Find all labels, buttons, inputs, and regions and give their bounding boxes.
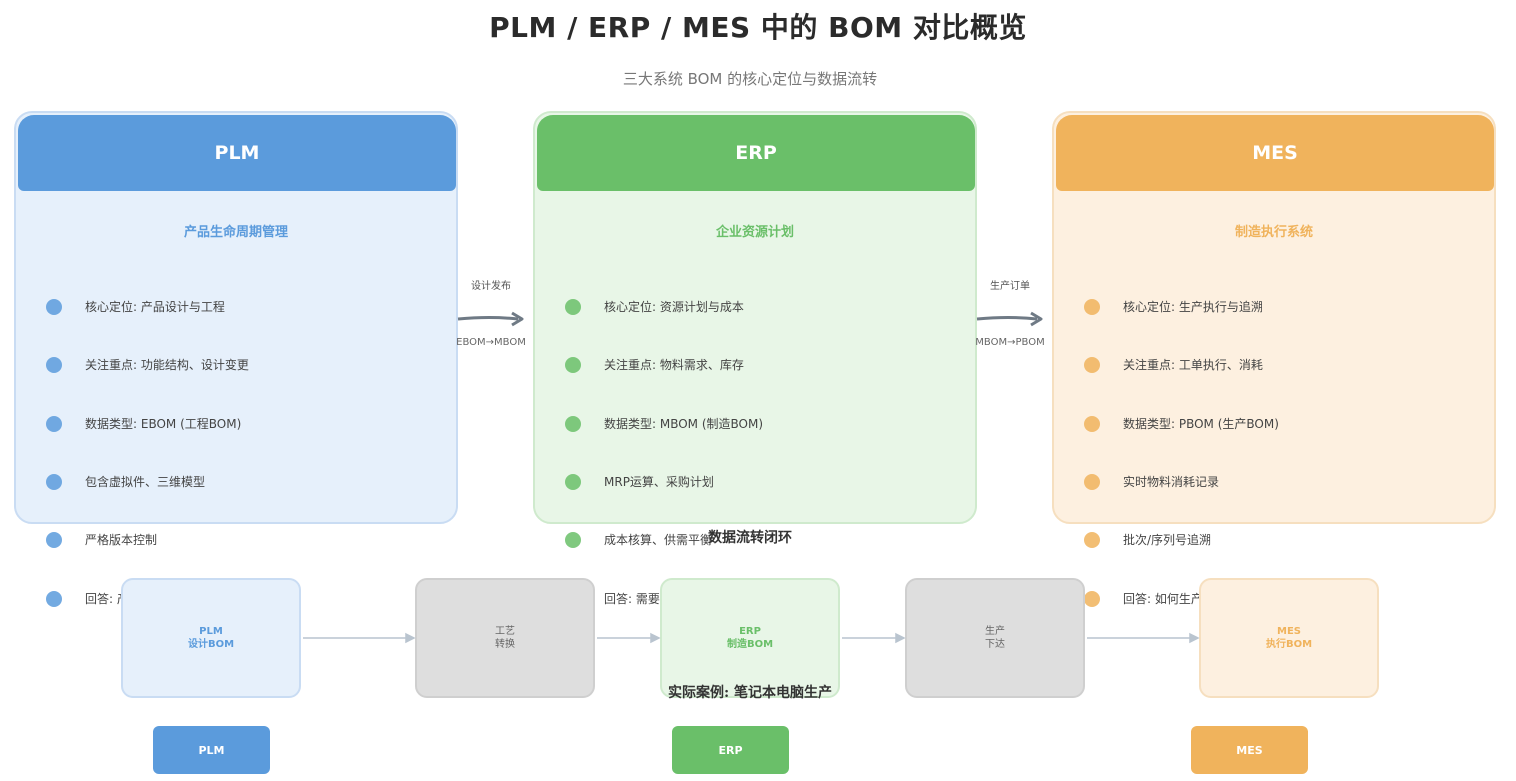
plm-card-subtitle: 产品生命周期管理 <box>183 225 288 240</box>
mes-item-text: 批次/序列号追溯 <box>1123 533 1212 547</box>
flow-box-production-line2: 下达 <box>985 639 1005 650</box>
flow-box-plm-line1: PLM <box>199 626 223 637</box>
erp-item-text: MRP运算、采购计划 <box>604 475 714 489</box>
case-pill-mes: MES <box>1191 726 1308 774</box>
arrow-label-production-order: 生产订单 <box>990 281 1030 292</box>
erp-item-dot <box>565 416 581 432</box>
flow-box-process-line2: 转换 <box>495 639 515 650</box>
flow-box-plm: PLM 设计BOM <box>121 578 301 698</box>
arrow-label-design-release: 设计发布 <box>471 281 511 292</box>
arrow-sub-mbom-pbom: MBOM→PBOM <box>975 337 1045 348</box>
flow-box-process-line1: 工艺 <box>495 626 515 637</box>
flow-box-process-conversion: 工艺 转换 <box>415 578 595 698</box>
plm-item-dot <box>46 474 62 490</box>
case-pill-erp: ERP <box>672 726 789 774</box>
erp-card-subtitle: 企业资源计划 <box>715 225 794 240</box>
erp-item-text: 核心定位: 资源计划与成本 <box>604 300 744 314</box>
plm-item-text: 数据类型: EBOM (工程BOM) <box>85 417 242 431</box>
arrow-plm-to-erp <box>457 311 524 327</box>
plm-item-text: 包含虚拟件、三维模型 <box>85 475 206 489</box>
flow-box-production-line1: 生产 <box>985 626 1005 637</box>
plm-item-text: 关注重点: 功能结构、设计变更 <box>85 358 249 372</box>
plm-card: PLM 产品生命周期管理 <box>14 111 458 524</box>
flow-box-erp-line1: ERP <box>739 626 761 637</box>
mes-item-dot <box>1084 299 1100 315</box>
plm-item-dot <box>46 357 62 373</box>
erp-item-dot <box>565 357 581 373</box>
erp-item-dot <box>565 474 581 490</box>
plm-item-dot <box>46 299 62 315</box>
mes-item-text: 实时物料消耗记录 <box>1123 475 1220 489</box>
flow-box-plm-line2: 设计BOM <box>187 639 235 650</box>
erp-item-dot <box>565 299 581 315</box>
mes-item-text: 数据类型: PBOM (生产BOM) <box>1123 417 1279 431</box>
arrow-erp-to-mes <box>976 311 1043 327</box>
mes-item-dot <box>1084 591 1100 607</box>
case-title: 实际案例: 笔记本电脑生产 <box>667 685 833 701</box>
plm-item-text: 核心定位: 产品设计与工程 <box>85 300 225 314</box>
arrow-sub-ebom-mbom: EBOM→MBOM <box>456 337 526 348</box>
flow-connectors <box>303 632 1200 644</box>
erp-item-text: 成本核算、供需平衡 <box>604 533 713 547</box>
erp-item-dot <box>565 532 581 548</box>
plm-card-header: PLM <box>18 115 456 191</box>
mes-item-dot <box>1084 474 1100 490</box>
plm-item-dot <box>46 416 62 432</box>
mes-item-dot <box>1084 532 1100 548</box>
flow-box-erp: ERP 制造BOM <box>660 578 840 698</box>
mes-card-header: MES <box>1056 115 1494 191</box>
flow-box-mes-line1: MES <box>1277 626 1301 637</box>
page-title: PLM / ERP / MES 中的 BOM 对比概览 <box>489 11 1027 44</box>
page-subtitle: 三大系统 BOM 的核心定位与数据流转 <box>622 70 878 88</box>
plm-item-text: 严格版本控制 <box>85 533 158 547</box>
flow-box-mes: MES 执行BOM <box>1199 578 1379 698</box>
erp-card-header: ERP <box>537 115 975 191</box>
plm-item-dot <box>46 532 62 548</box>
flow-box-mes-line2: 执行BOM <box>1265 639 1313 650</box>
mes-card: MES 制造执行系统 <box>1052 111 1496 524</box>
plm-item-dot <box>46 591 62 607</box>
erp-card: ERP 企业资源计划 <box>533 111 977 524</box>
mes-item-dot <box>1084 357 1100 373</box>
erp-item-text: 关注重点: 物料需求、库存 <box>604 358 744 372</box>
case-pill-plm: PLM <box>153 726 270 774</box>
mes-item-dot <box>1084 416 1100 432</box>
mes-card-subtitle: 制造执行系统 <box>1234 225 1313 240</box>
flow-title: 数据流转闭环 <box>708 530 792 546</box>
mes-item-text: 关注重点: 工单执行、消耗 <box>1123 358 1263 372</box>
mes-item-text: 核心定位: 生产执行与追溯 <box>1123 300 1263 314</box>
erp-item-text: 数据类型: MBOM (制造BOM) <box>604 417 764 431</box>
flow-box-production-release: 生产 下达 <box>905 578 1085 698</box>
flow-box-erp-line2: 制造BOM <box>726 639 774 650</box>
